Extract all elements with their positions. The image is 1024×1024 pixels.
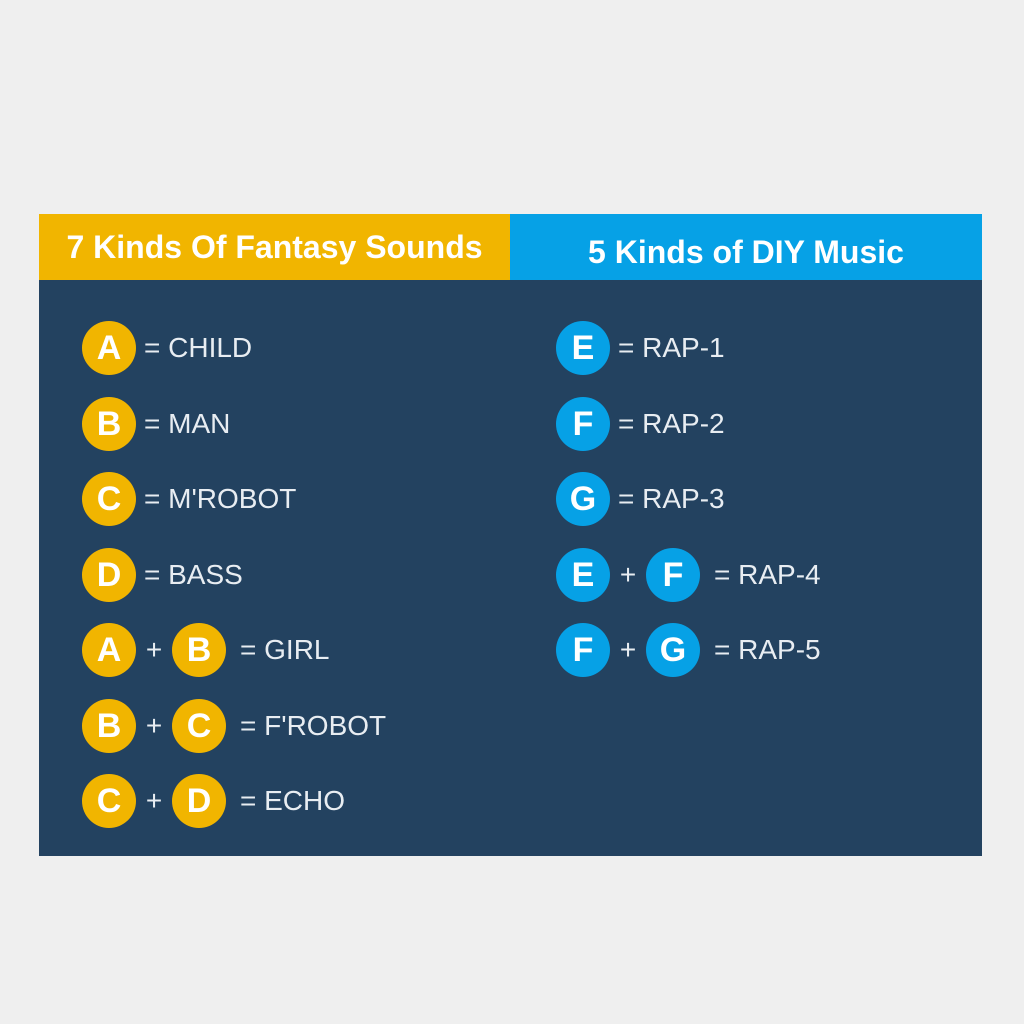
fantasy-sound-row: A = CHILD bbox=[82, 320, 252, 376]
button-c-badge: C bbox=[82, 472, 136, 526]
plus-sign: + bbox=[145, 710, 163, 741]
button-a-badge: A bbox=[82, 321, 136, 375]
sound-name: = MAN bbox=[144, 408, 231, 439]
diy-music-row: E + F = RAP-4 bbox=[556, 547, 821, 603]
fantasy-sound-row: D = BASS bbox=[82, 547, 243, 603]
fantasy-sound-row: C = M'ROBOT bbox=[82, 471, 296, 527]
button-b-badge: B bbox=[172, 623, 226, 677]
fantasy-sound-row: A + B = GIRL bbox=[82, 622, 329, 678]
fantasy-sounds-title: 7 Kinds Of Fantasy Sounds bbox=[66, 228, 483, 265]
diy-music-row: E = RAP-1 bbox=[556, 320, 725, 376]
button-c-badge: C bbox=[172, 699, 226, 753]
sound-name: = M'ROBOT bbox=[144, 483, 297, 514]
button-a-badge: A bbox=[82, 623, 136, 677]
diy-music-row: G = RAP-3 bbox=[556, 471, 725, 527]
button-f-badge: F bbox=[556, 397, 610, 451]
plus-sign: + bbox=[145, 785, 163, 816]
plus-sign: + bbox=[145, 634, 163, 665]
button-f-badge: F bbox=[646, 548, 700, 602]
sound-name: = RAP-1 bbox=[618, 332, 725, 363]
button-g-badge: G bbox=[646, 623, 700, 677]
sound-name: = CHILD bbox=[144, 332, 253, 363]
fantasy-sound-row: C + D = ECHO bbox=[82, 773, 345, 829]
button-d-badge: D bbox=[82, 548, 136, 602]
button-e-badge: E bbox=[556, 548, 610, 602]
sound-name: = RAP-4 bbox=[714, 559, 821, 590]
sound-name: = RAP-5 bbox=[714, 634, 821, 665]
button-d-badge: D bbox=[172, 774, 226, 828]
sound-name: = F'ROBOT bbox=[240, 710, 387, 741]
diy-music-header: 5 Kinds of DIY Music bbox=[510, 214, 982, 280]
sound-name: = RAP-3 bbox=[618, 483, 725, 514]
button-g-badge: G bbox=[556, 472, 610, 526]
button-b-badge: B bbox=[82, 699, 136, 753]
button-c-badge: C bbox=[82, 774, 136, 828]
diy-music-title: 5 Kinds of DIY Music bbox=[588, 233, 904, 270]
sound-name: = BASS bbox=[144, 559, 243, 590]
diy-music-row: F + G = RAP-5 bbox=[556, 622, 821, 678]
sound-name: = GIRL bbox=[240, 634, 330, 665]
button-f-badge: F bbox=[556, 623, 610, 677]
fantasy-sound-row: B + C = F'ROBOT bbox=[82, 698, 386, 754]
fantasy-sounds-header: 7 Kinds Of Fantasy Sounds bbox=[39, 214, 510, 280]
fantasy-sound-row: B = MAN bbox=[82, 396, 230, 452]
diy-music-row: F = RAP-2 bbox=[556, 396, 725, 452]
plus-sign: + bbox=[619, 559, 637, 590]
button-b-badge: B bbox=[82, 397, 136, 451]
sound-name: = RAP-2 bbox=[618, 408, 725, 439]
button-e-badge: E bbox=[556, 321, 610, 375]
sound-name: = ECHO bbox=[240, 785, 346, 816]
plus-sign: + bbox=[619, 634, 637, 665]
sound-mode-card: 7 Kinds Of Fantasy Sounds 5 Kinds of DIY… bbox=[39, 214, 982, 856]
